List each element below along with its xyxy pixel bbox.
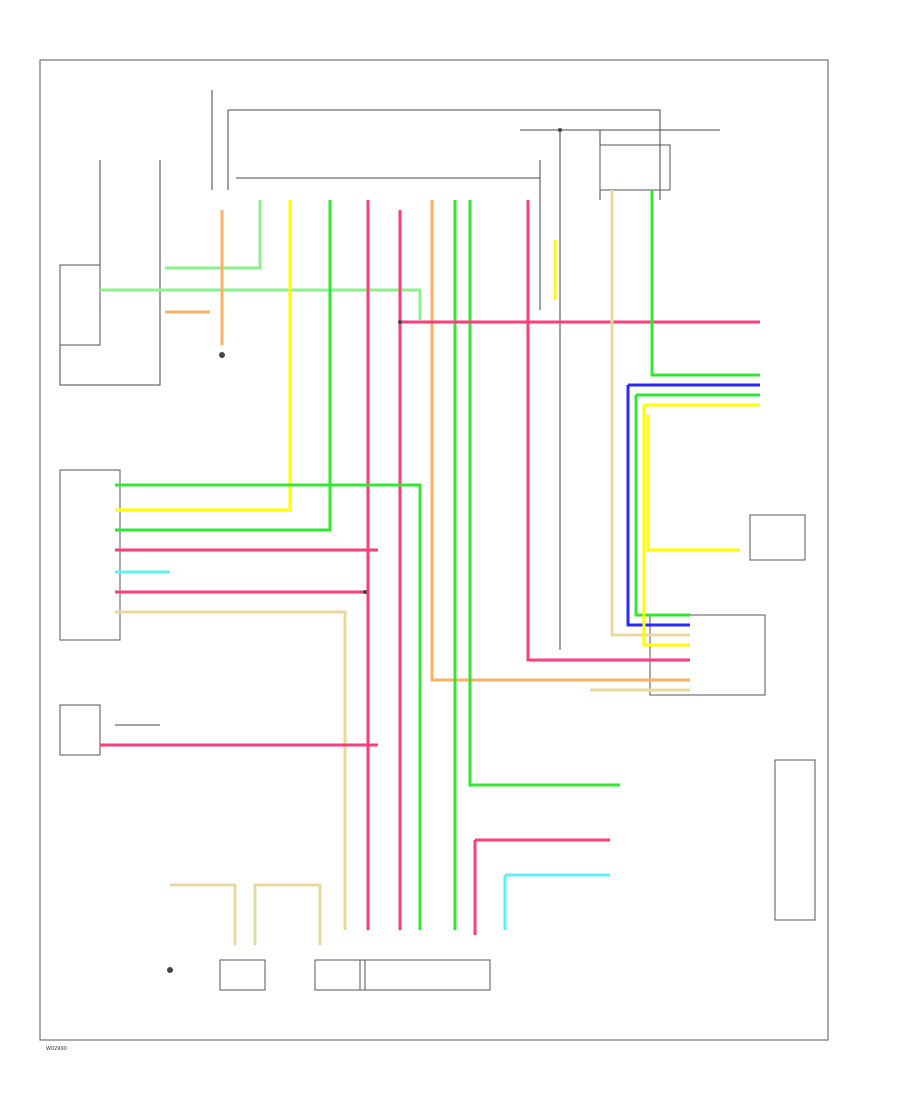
diagram-frame [39, 59, 829, 1041]
relay-box [599, 144, 671, 191]
ignition-switch-box [59, 264, 101, 346]
wire-yellow-3 [642, 405, 690, 647]
ground-point-2 [167, 967, 173, 973]
pcm-connector-box [59, 469, 121, 641]
wire-tan-5 [253, 883, 322, 945]
colored-wires [100, 190, 760, 945]
wire-tan-4 [170, 883, 237, 945]
junction-2 [363, 590, 367, 594]
wire-blue-1 [626, 385, 690, 627]
wire-green-6 [650, 190, 760, 377]
wire-green-9 [115, 483, 422, 930]
wire-pink-3 [526, 200, 690, 662]
junction-1 [398, 320, 402, 324]
ecm-box [649, 614, 766, 696]
wire-yellow-1 [115, 200, 292, 512]
switch-box-left [59, 704, 101, 756]
component-boxes [59, 144, 816, 991]
bottom-connector-3 [359, 959, 491, 991]
wire-green-1 [165, 200, 262, 270]
fuel-pump-box [749, 514, 806, 561]
bottom-connector-1 [219, 959, 266, 991]
wire-orange-3 [430, 200, 690, 682]
junction-3 [558, 128, 562, 132]
diagram-id: W02990 [46, 1046, 67, 1052]
wire-green-5 [468, 200, 620, 787]
wire-yellow-5 [646, 415, 740, 552]
wire-tan-2 [115, 610, 347, 930]
wire-green-2 [100, 288, 422, 320]
bottom-connector-2 [314, 959, 366, 991]
ground-point-1 [219, 352, 225, 358]
wire-green-3 [115, 200, 332, 532]
wire-green-7 [634, 395, 690, 617]
control-module-box [774, 759, 816, 921]
power-bus-lines [59, 90, 720, 650]
wire-tan-1 [610, 190, 690, 637]
connector-marks [167, 128, 562, 973]
